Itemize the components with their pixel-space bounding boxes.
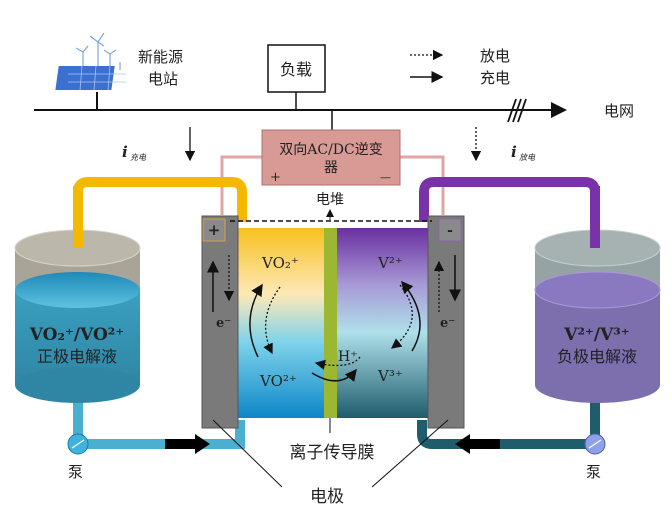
legend-charge-label: 充电 bbox=[480, 69, 510, 87]
solar-wind-station-icon bbox=[55, 32, 126, 91]
species-vo-2plus: VO²⁺ bbox=[259, 372, 297, 390]
left-tank-formula: VO₂⁺/VO²⁺ bbox=[29, 325, 124, 345]
station-label-line1: 新能源 bbox=[138, 48, 183, 66]
charge-current-symbol: i bbox=[122, 143, 128, 161]
negative-terminal-label: - bbox=[447, 223, 453, 239]
negative-half-cell bbox=[337, 228, 429, 418]
negative-tank-inlet bbox=[590, 186, 600, 248]
negative-electrolyte-tank bbox=[534, 229, 661, 403]
flow-arrow-left-icon bbox=[455, 434, 500, 454]
charge-current-subscript: 充电 bbox=[130, 153, 147, 162]
load-box bbox=[267, 44, 326, 93]
proton-discharge-arrow bbox=[314, 356, 361, 370]
positive-electrode bbox=[201, 215, 239, 429]
negative-return-pipe bbox=[417, 390, 600, 449]
species-v-2plus: V²⁺ bbox=[377, 254, 403, 272]
electrode-pointer-right bbox=[371, 419, 449, 488]
right-charge-cycle-arrow bbox=[401, 280, 421, 352]
left-tank-name: 正极电解液 bbox=[37, 347, 117, 366]
species-vo2-plus: VO₂⁺ bbox=[261, 254, 299, 272]
left-charge-cycle-arrow bbox=[249, 283, 263, 358]
station-label-line2: 电站 bbox=[148, 70, 178, 88]
left-discharge-cycle-arrow bbox=[263, 286, 281, 355]
membrane-label: 离子传导膜 bbox=[290, 443, 375, 463]
species-v-3plus: V³⁺ bbox=[377, 367, 403, 385]
proton-charge-arrow bbox=[311, 368, 357, 382]
three-phase-mark bbox=[507, 98, 527, 123]
positive-electrolyte-tank bbox=[14, 229, 141, 403]
pump-left-label: 泵 bbox=[68, 463, 83, 481]
positive-terminal bbox=[202, 218, 226, 242]
inverter-wiring bbox=[220, 155, 445, 215]
electrode-label: 电极 bbox=[310, 487, 344, 507]
right-tank-formula: V²⁺/V³⁺ bbox=[563, 325, 629, 345]
bidirectional-inverter-box bbox=[261, 129, 401, 186]
positive-half-cell bbox=[237, 228, 329, 418]
discharge-current-subscript: 放电 bbox=[519, 153, 536, 162]
legend-discharge-label: 放电 bbox=[480, 47, 510, 65]
discharge-current-symbol: i bbox=[511, 143, 517, 161]
negative-electrode bbox=[427, 215, 465, 429]
stack-label: 电堆 bbox=[316, 192, 344, 208]
positive-tank-inlet bbox=[73, 186, 83, 248]
positive-terminal-label: + bbox=[208, 221, 221, 239]
pump-right-icon bbox=[584, 433, 606, 455]
inverter-label-line2: 器 bbox=[324, 160, 338, 176]
inverter-minus: — bbox=[380, 171, 391, 184]
electrode-pointer-left bbox=[212, 419, 283, 488]
pump-left-icon bbox=[67, 433, 89, 455]
right-tank-name: 负极电解液 bbox=[557, 347, 637, 366]
inverter-plus: + bbox=[270, 170, 281, 185]
pump-right-label: 泵 bbox=[586, 463, 601, 481]
grid-label: 电网 bbox=[604, 102, 634, 120]
negative-terminal bbox=[438, 218, 462, 242]
load-label: 负载 bbox=[280, 60, 312, 79]
left-electron-label: e⁻ bbox=[216, 316, 231, 331]
right-electron-label: e⁻ bbox=[440, 316, 455, 331]
proton-label: H⁺ bbox=[338, 349, 358, 365]
inverter-label-line1: 双向AC/DC逆变 bbox=[279, 142, 382, 158]
ion-exchange-membrane bbox=[324, 228, 337, 418]
positive-return-pipe bbox=[73, 390, 245, 449]
flow-arrow-right-icon bbox=[165, 434, 210, 454]
